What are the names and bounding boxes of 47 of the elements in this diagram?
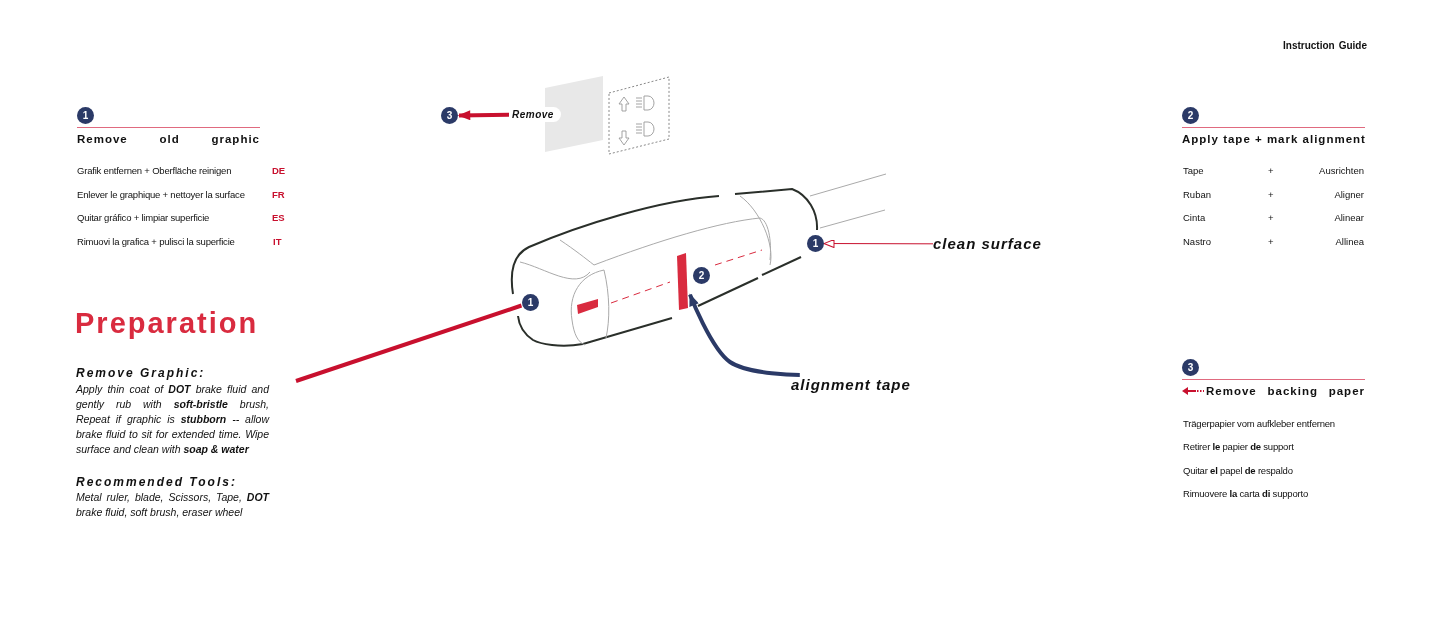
table-cell: + bbox=[1268, 235, 1274, 248]
table-cell-text: Allinea bbox=[1334, 235, 1364, 248]
tape-strip bbox=[675, 252, 690, 312]
arrow bbox=[457, 110, 510, 121]
callout-label: clean surface bbox=[933, 234, 1043, 254]
list-item: Grafik entfernen + Oberfläche reinigen bbox=[77, 164, 233, 177]
subheading: Recommended Tools: bbox=[76, 475, 237, 490]
header-text: Instruction Guide bbox=[1283, 39, 1367, 52]
step-number-badge: 1 bbox=[77, 107, 94, 124]
step-number-badge: 3 bbox=[1182, 359, 1199, 376]
list-item: Retirer le papier de support bbox=[1183, 440, 1295, 453]
language-code: ES bbox=[272, 211, 285, 224]
list-item: Quitar el papel de respaldo bbox=[1183, 464, 1294, 477]
table-cell: Nastro bbox=[1183, 235, 1211, 248]
arrow bbox=[823, 239, 934, 249]
table-cell: Cinta bbox=[1183, 211, 1206, 224]
list-item: Enlever le graphique + nettoyer la surface bbox=[77, 188, 246, 201]
step-number-badge: 1 bbox=[807, 235, 824, 252]
language-code: FR bbox=[272, 188, 285, 201]
table-cell: Ruban bbox=[1183, 188, 1211, 201]
table-cell: + bbox=[1268, 211, 1274, 224]
language-code: DE bbox=[272, 164, 286, 177]
tools-paragraph: Metal ruler, blade, Scissors, Tape, DOT brake fluid, soft brush, eraser wheel bbox=[76, 490, 269, 520]
step-number-badge: 2 bbox=[693, 267, 710, 284]
table-cell: + bbox=[1268, 164, 1274, 177]
table-cell-text: Aligner bbox=[1333, 188, 1364, 201]
list-item: Trägerpapier vom aufkleber entfernen bbox=[1183, 417, 1336, 430]
callout-label: alignment tape bbox=[791, 375, 916, 395]
table-cell: + bbox=[1268, 188, 1274, 201]
section-heading: Apply tape + mark alignment bbox=[1182, 127, 1365, 146]
step-number-badge: 2 bbox=[1182, 107, 1199, 124]
leader-line bbox=[295, 303, 523, 383]
list-item: Rimuovi la grafica + pulisci la superficie bbox=[77, 235, 236, 248]
table-cell: Tape bbox=[1183, 164, 1204, 177]
step-number-badge: 3 bbox=[441, 107, 458, 124]
page-title: Preparation bbox=[75, 307, 259, 340]
list-item: Quitar gráfico + limpiar superficie bbox=[77, 211, 211, 224]
table-cell-text: Alinear bbox=[1333, 211, 1364, 224]
language-code: IT bbox=[273, 235, 282, 248]
instruction-paragraph: Apply thin coat of DOT brake fluid and gently rub with soft-bristle brush, Repeat if graphic is stubborn -- allow brake fluid to sit for extended time. Wipe surface and clean with soap & water bbox=[76, 382, 269, 457]
callout-label: Remove bbox=[509, 107, 561, 122]
section-heading: Remove old graphic bbox=[77, 127, 260, 146]
step-number-badge: 1 bbox=[522, 294, 539, 311]
table-cell-text: Ausrichten bbox=[1318, 164, 1364, 177]
arrow bbox=[688, 293, 800, 377]
list-item: Rimuovere la carta di supporto bbox=[1183, 487, 1309, 500]
subheading: Remove Graphic: bbox=[76, 366, 206, 381]
